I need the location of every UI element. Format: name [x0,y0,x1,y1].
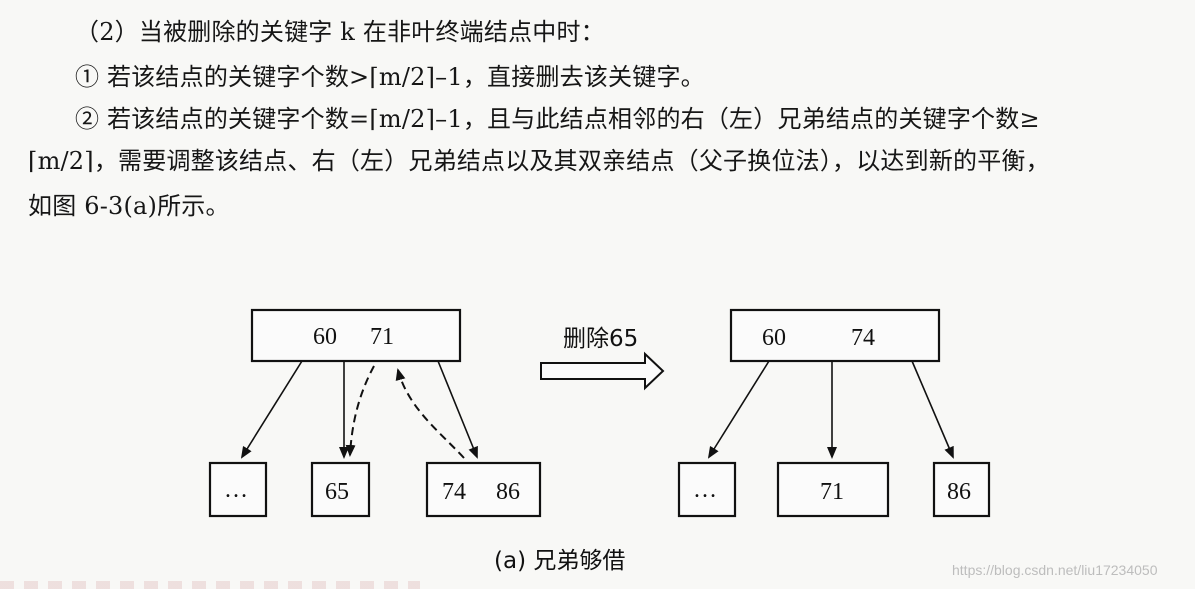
child3-key-74-before: 74 [442,479,466,505]
root-node-after [729,308,941,363]
operation-arrow: 删除65 [540,326,665,391]
tree-after: 60 74 … 71 86 [677,308,991,518]
child2-key-65-before: 65 [325,479,349,505]
section-heading: （2）当被删除的关键字 k 在非叶终端结点中时： [75,18,605,46]
root-key-74-after: 74 [851,325,875,351]
edge-root-to-child3-after [911,360,954,459]
edge-root-to-child3-before [437,360,478,459]
root-node-before [250,308,462,363]
child1-node-before [208,461,268,518]
borrow-arrow-up [395,368,465,459]
hollow-arrow-icon [540,351,665,391]
child2-key-71-after: 71 [820,479,844,505]
child3-key-86-after: 86 [947,479,971,505]
watermark: https://blog.csdn.net/liu17234050 [952,562,1158,578]
child2-node-after [776,461,890,518]
edge-root-to-child1-after [707,360,770,459]
borrow-arrow-down [345,365,375,457]
figure-reference-text: 如图 6-3(a)所示。 [28,192,230,220]
rule-1-text: ① 若该结点的关键字个数>⌈m/2⌉–1，直接删去该关键字。 [75,63,705,91]
child1-ellipsis-after: … [693,477,717,503]
root-key-71-before: 71 [370,324,394,350]
figure-caption: (a) 兄弟够借 [494,548,625,574]
operation-label: 删除65 [563,326,638,352]
child1-node-after [677,461,737,518]
next-line-bleed [0,581,420,589]
root-key-60-after: 60 [762,325,786,351]
rule-2-text-continued: ⌈m/2⌉，需要调整该结点、右（左）兄弟结点以及其双亲结点（父子换位法），以达到… [28,147,1050,175]
rule-2-text: ② 若该结点的关键字个数=⌈m/2⌉–1，且与此结点相邻的右（左）兄弟结点的关键… [75,105,1040,133]
root-key-60-before: 60 [313,324,337,350]
child3-node-after [932,461,991,518]
child2-node-before [310,461,371,518]
child1-ellipsis-before: … [224,477,248,503]
tree-before: 60 71 … 65 74 86 [208,308,542,518]
child3-key-86-before: 86 [496,479,520,505]
edge-root-to-child1-before [240,360,303,459]
child3-node-before [425,461,542,518]
